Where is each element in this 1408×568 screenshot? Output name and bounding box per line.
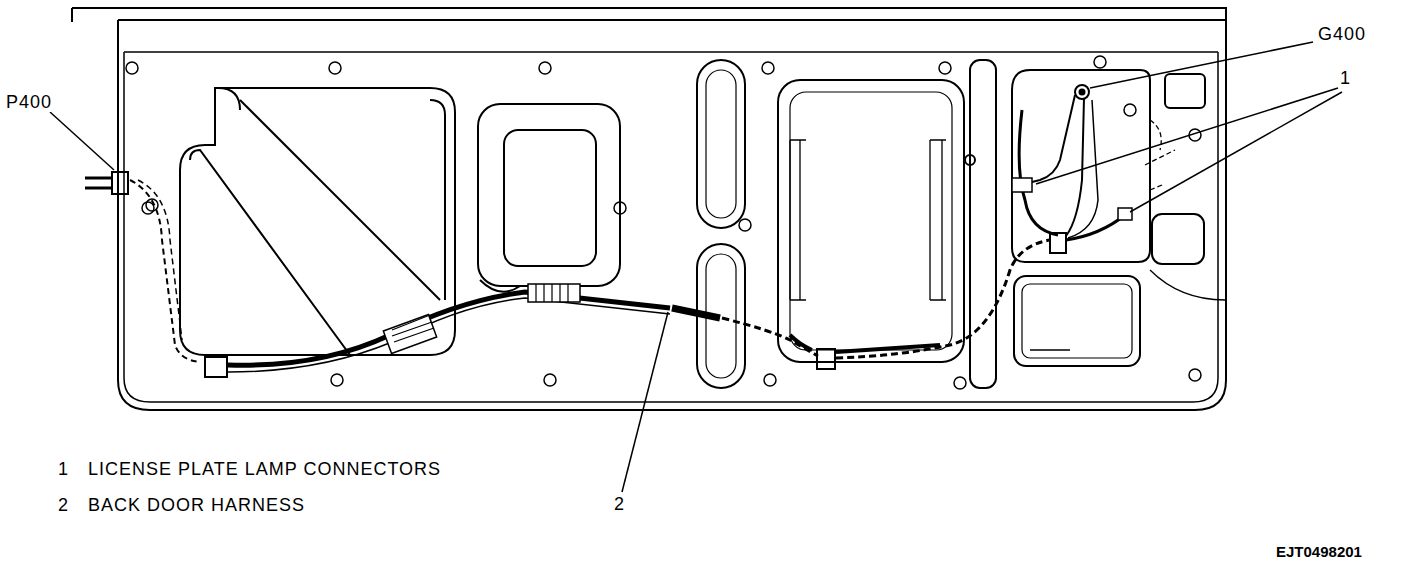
legend-text: BACK DOOR HARNESS	[86, 495, 307, 515]
legend-number: 2	[56, 495, 71, 515]
callout-number: 1	[1338, 68, 1353, 88]
callout-number: 2	[612, 494, 627, 514]
legend-text: LICENSE PLATE LAMP CONNECTORS	[86, 459, 443, 479]
connector-name: P400	[4, 92, 54, 112]
ground-name: G400	[1316, 24, 1368, 44]
figure-code: EJT0498201	[1274, 542, 1364, 562]
legend-number: 1	[56, 459, 71, 479]
